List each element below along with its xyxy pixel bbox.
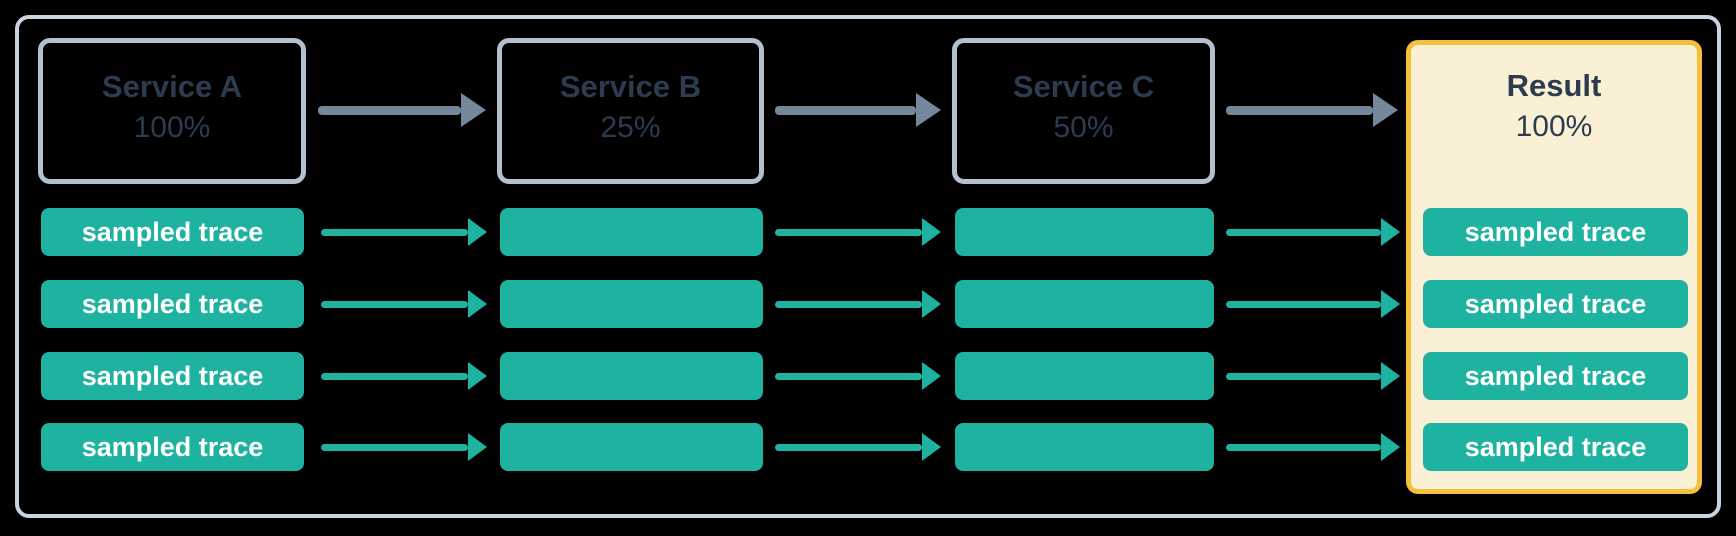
- arrow-shaft: [775, 228, 922, 236]
- trace-arrow: [1226, 290, 1400, 318]
- sampled-trace-bar: sampled trace: [41, 208, 304, 256]
- sampled-trace-bar: sampled trace: [41, 352, 304, 400]
- outer-frame: [15, 15, 1721, 518]
- trace-arrow: [321, 433, 487, 461]
- service-a-title: Service A: [101, 68, 243, 104]
- result-percent: 100%: [1515, 110, 1593, 144]
- service-b-box: Service B 25%: [497, 38, 764, 184]
- sampled-trace-bar: sampled trace: [1423, 208, 1688, 256]
- trace-bar: [955, 352, 1214, 400]
- arrow-head-icon: [468, 290, 487, 318]
- trace-arrow: [321, 218, 487, 246]
- service-a-box: Service A 100%: [38, 38, 306, 184]
- service-a-percent: 100%: [133, 111, 211, 145]
- flow-arrow-c-to-result: [1226, 93, 1398, 127]
- arrow-head-icon: [468, 433, 487, 461]
- arrow-head-icon: [922, 362, 941, 390]
- service-c-percent: 50%: [1053, 111, 1114, 145]
- sampled-trace-bar: sampled trace: [41, 280, 304, 328]
- arrow-shaft: [775, 105, 916, 115]
- trace-bar: [955, 208, 1214, 256]
- trace-arrow: [775, 218, 941, 246]
- arrow-shaft: [321, 443, 468, 451]
- trace-arrow: [321, 362, 487, 390]
- flow-arrow-a-to-b: [318, 93, 486, 127]
- arrow-shaft: [1226, 228, 1381, 236]
- arrow-head-icon: [1381, 290, 1400, 318]
- trace-bar: [955, 280, 1214, 328]
- arrow-head-icon: [1381, 362, 1400, 390]
- trace-arrow: [1226, 433, 1400, 461]
- arrow-shaft: [321, 372, 468, 380]
- trace-arrow: [775, 433, 941, 461]
- arrow-head-icon: [468, 218, 487, 246]
- sampled-trace-bar: sampled trace: [1423, 423, 1688, 471]
- result-title: Result: [1506, 68, 1602, 103]
- arrow-shaft: [1226, 443, 1381, 451]
- trace-bar: [500, 208, 763, 256]
- arrow-head-icon: [1373, 93, 1398, 127]
- trace-bar: [955, 423, 1214, 471]
- trace-bar: [500, 423, 763, 471]
- arrow-head-icon: [922, 218, 941, 246]
- arrow-head-icon: [1381, 218, 1400, 246]
- trace-arrow: [1226, 362, 1400, 390]
- result-box: Result 100%: [1406, 40, 1702, 494]
- arrow-shaft: [1226, 105, 1373, 115]
- service-c-title: Service C: [1012, 68, 1155, 104]
- arrow-head-icon: [922, 433, 941, 461]
- sampled-trace-bar: sampled trace: [41, 423, 304, 471]
- trace-arrow: [1226, 218, 1400, 246]
- arrow-shaft: [321, 300, 468, 308]
- arrow-head-icon: [922, 290, 941, 318]
- trace-arrow: [321, 290, 487, 318]
- arrow-head-icon: [461, 93, 486, 127]
- arrow-shaft: [1226, 300, 1381, 308]
- arrow-head-icon: [916, 93, 941, 127]
- arrow-shaft: [318, 105, 461, 115]
- sampled-trace-bar: sampled trace: [1423, 352, 1688, 400]
- trace-bar: [500, 280, 763, 328]
- service-b-percent: 25%: [600, 111, 661, 145]
- arrow-shaft: [775, 372, 922, 380]
- arrow-shaft: [1226, 372, 1381, 380]
- arrow-head-icon: [1381, 433, 1400, 461]
- service-c-box: Service C 50%: [952, 38, 1215, 184]
- trace-arrow: [775, 362, 941, 390]
- arrow-shaft: [775, 443, 922, 451]
- arrow-shaft: [775, 300, 922, 308]
- trace-bar: [500, 352, 763, 400]
- sampled-trace-bar: sampled trace: [1423, 280, 1688, 328]
- arrow-shaft: [321, 228, 468, 236]
- flow-arrow-b-to-c: [775, 93, 941, 127]
- trace-arrow: [775, 290, 941, 318]
- service-b-title: Service B: [559, 68, 702, 104]
- result-header: Result 100%: [1411, 45, 1697, 143]
- arrow-head-icon: [468, 362, 487, 390]
